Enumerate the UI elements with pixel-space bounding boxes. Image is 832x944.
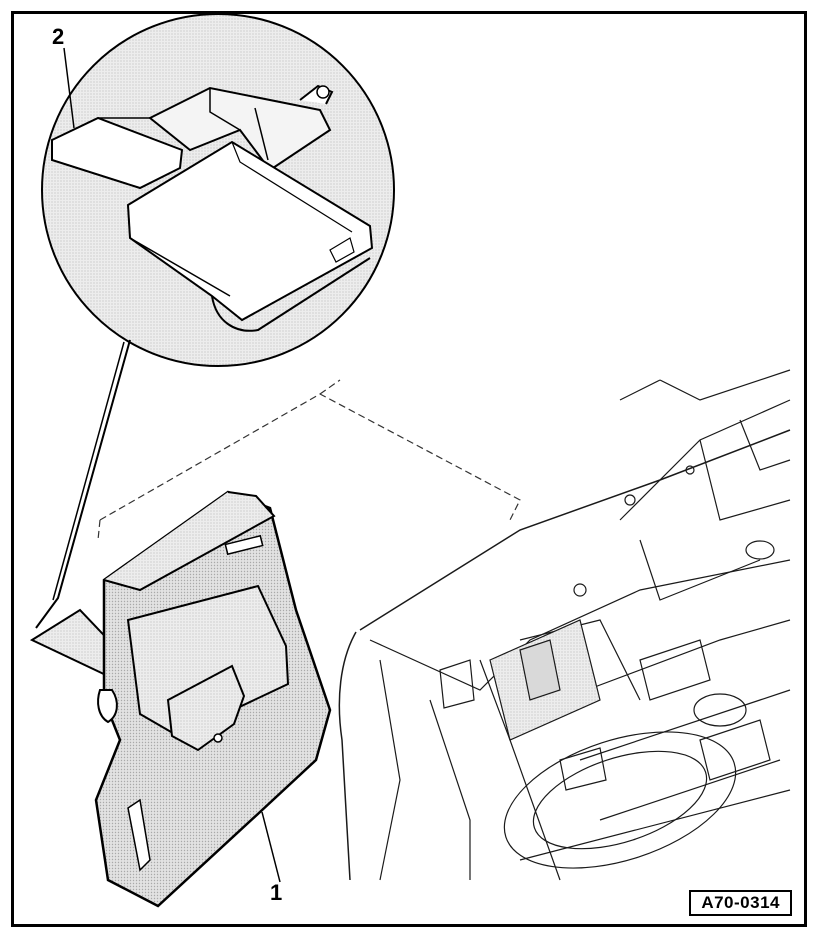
callout-label-2: 2 — [52, 24, 65, 49]
reference-code: A70-0314 — [689, 890, 792, 916]
side-trim-panel — [29, 490, 332, 908]
callout-label-1: 1 — [270, 880, 283, 905]
vehicle-body — [338, 369, 791, 881]
detail-bracket — [148, 84, 334, 172]
dashed-installation-outline — [97, 379, 521, 541]
callout-2-leader — [63, 47, 75, 129]
detail-magnifier — [35, 13, 395, 629]
detail-front-tray — [126, 140, 374, 332]
callout-1-leader — [261, 811, 281, 883]
detail-leader-line — [35, 339, 131, 629]
